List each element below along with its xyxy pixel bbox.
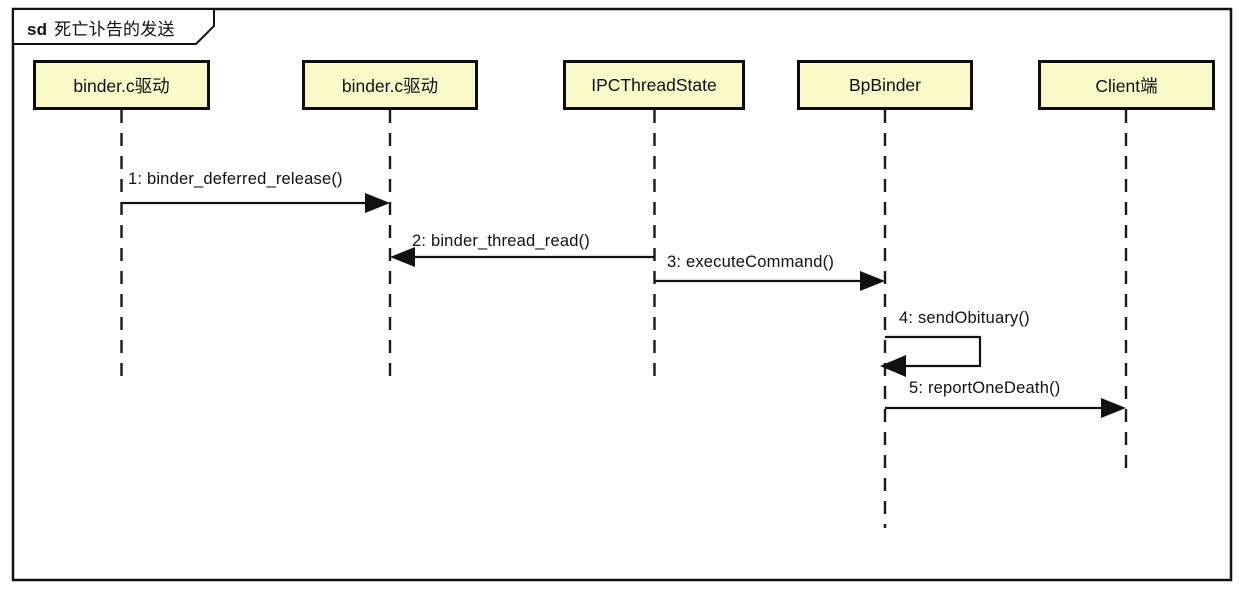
actor-label: IPCThreadState [591,74,717,95]
actor-box-binder-driver-2: binder.c驱动 [302,60,478,110]
message-1-arrowhead [365,193,390,213]
message-2-arrowhead [390,247,415,267]
actor-label: binder.c驱动 [341,75,439,96]
message-5-label: 5: reportOneDeath() [909,379,1061,397]
message-3-arrowhead [860,271,885,291]
message-4-label: 4: sendObituary() [899,309,1030,327]
message-3-label: 3: executeCommand() [667,253,835,271]
actor-box-ipcthreadstate: IPCThreadState [563,60,745,110]
message-4-arrowhead [880,355,906,377]
actor-label: Client端 [1095,75,1158,96]
actor-box-bpbinder: BpBinder [797,60,973,110]
frame-title-tab [12,8,215,45]
message-2-label: 2: binder_thread_read() [412,232,590,250]
frame-title: sd 死亡讣告的发送 [27,15,175,40]
message-1-label: 1: binder_deferred_release() [128,170,343,188]
message-4-selfloop-line [885,335,982,368]
actor-box-binder-driver-1: binder.c驱动 [33,60,210,110]
actor-box-client: Client端 [1038,60,1215,110]
frame-title-text: 死亡讣告的发送 [54,20,175,39]
frame-keyword: sd [27,20,48,39]
message-5-arrowhead [1101,398,1126,418]
actor-label: BpBinder [849,74,921,95]
actor-label: binder.c驱动 [73,75,170,96]
